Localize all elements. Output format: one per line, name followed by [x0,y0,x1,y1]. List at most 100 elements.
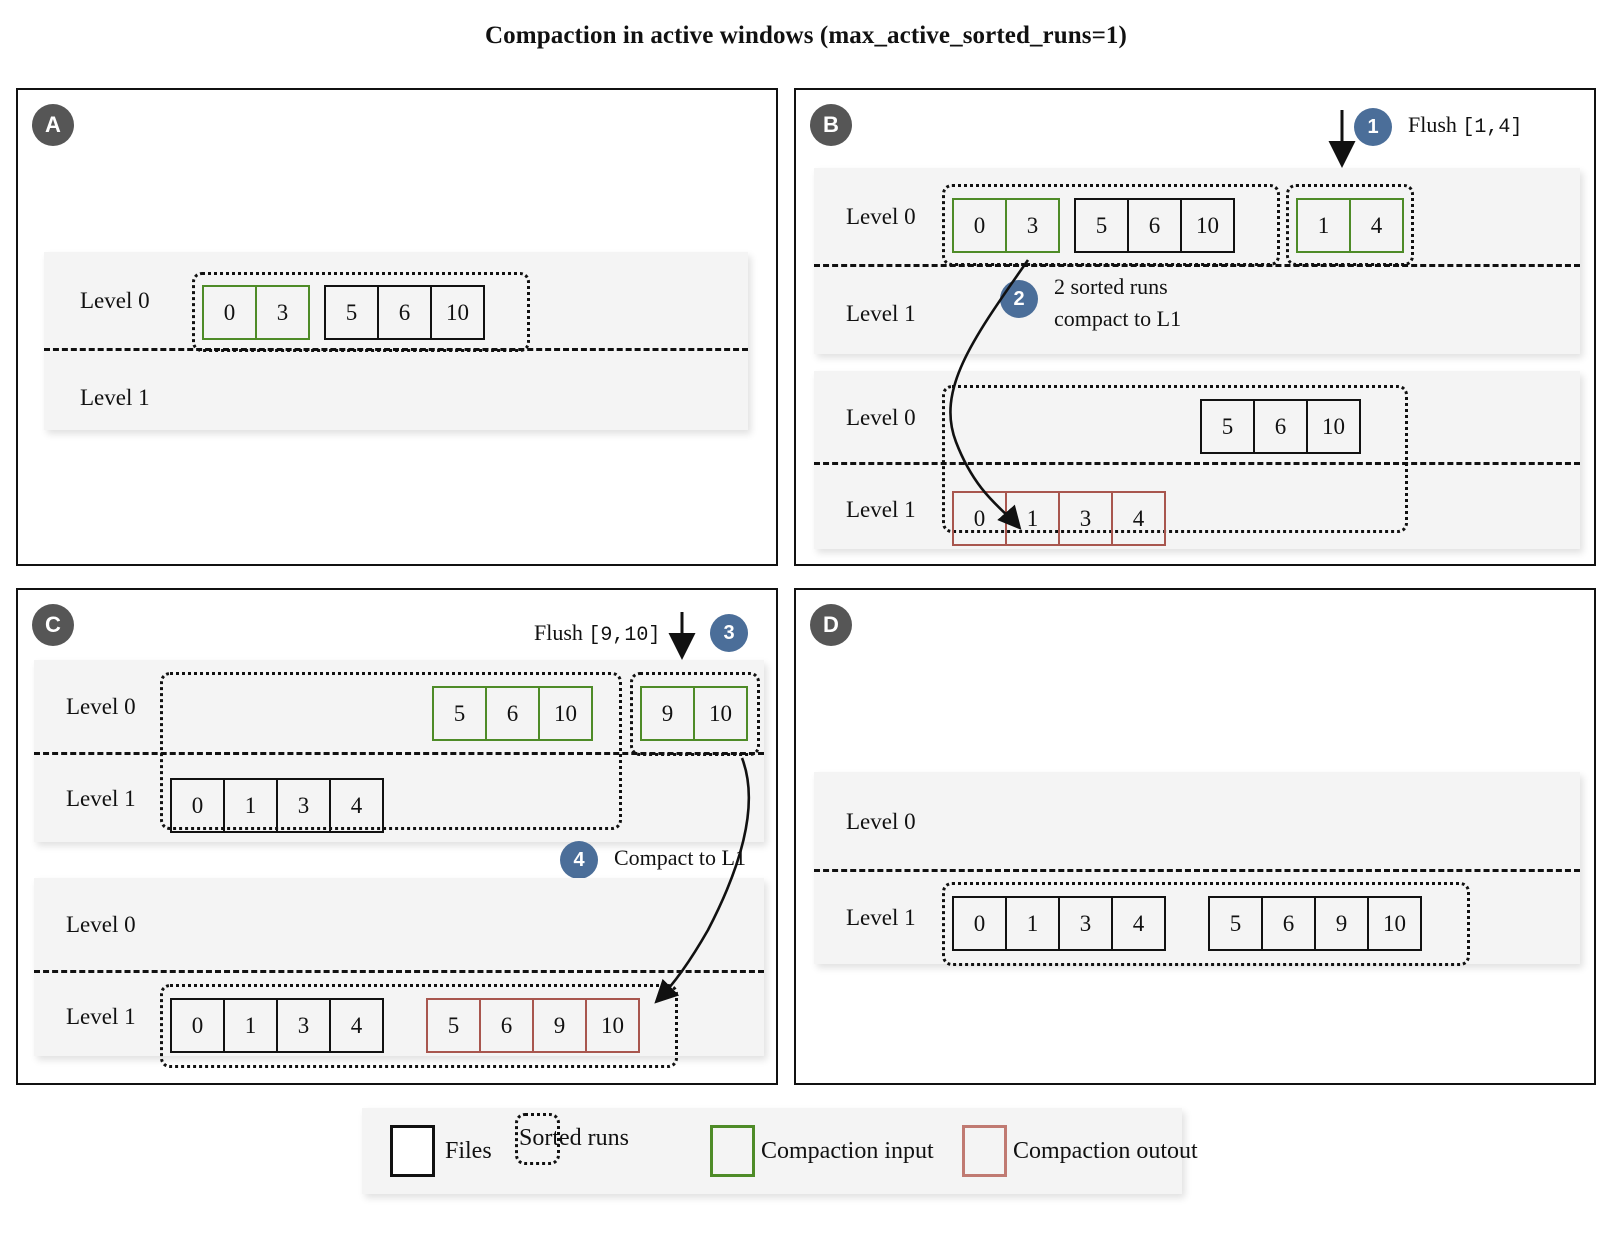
file-cell: 6 [1261,896,1316,951]
panel-c-top-level-band: Level 0 Level 1 5 6 10 9 10 0 1 3 4 [34,660,764,842]
level-divider [814,869,1580,872]
file-cell: 4 [1111,491,1166,546]
file-cell: 6 [479,998,534,1053]
file-cell: 10 [693,686,748,741]
step-4-badge: 4 [560,841,598,879]
file-run-files: 5 6 10 [1200,399,1361,454]
step-2-line-1: 2 sorted runs [1054,274,1168,299]
flush-range: [1,4] [1462,116,1523,139]
file-cell: 5 [324,285,379,340]
level-divider [44,348,748,351]
file-cell: 0 [952,198,1007,253]
level-0-label: Level 0 [846,809,916,834]
file-cell: 6 [1127,198,1182,253]
file-cell: 0 [170,998,225,1053]
file-run-files: 0 1 3 4 [952,896,1166,951]
file-cell: 9 [532,998,587,1053]
level-1-label: Level 1 [66,786,136,811]
file-cell: 1 [1005,491,1060,546]
flush-label-c: Flush [9,10] [534,618,660,649]
file-cell: 6 [485,686,540,741]
flush-label-b: Flush [1,4] [1408,110,1522,141]
file-cell: 3 [1005,198,1060,253]
file-cell: 0 [202,285,257,340]
level-divider [34,970,764,973]
file-cell: 4 [329,998,384,1053]
level-0-label: Level 0 [846,405,916,430]
level-1-label: Level 1 [846,497,916,522]
file-cell: 10 [585,998,640,1053]
file-cell: 10 [430,285,485,340]
panel-a: A Level 0 Level 1 0 3 5 6 10 [16,88,778,566]
step-3-badge: 3 [710,614,748,652]
file-cell: 5 [1208,896,1263,951]
file-cell: 9 [1314,896,1369,951]
page-title: Compaction in active windows (max_active… [485,22,1127,49]
panel-b-bottom-level-band: Level 0 Level 1 5 6 10 0 1 3 4 [814,371,1580,549]
compaction-input-swatch [710,1125,755,1177]
level-1-label: Level 1 [80,385,150,410]
panel-a-badge: A [32,104,74,146]
file-cell: 0 [952,491,1007,546]
file-cell: 1 [223,778,278,833]
file-cell: 10 [1306,399,1361,454]
file-cell: 10 [538,686,593,741]
level-0-label: Level 0 [80,288,150,313]
level-0-label: Level 0 [66,694,136,719]
level-1-label: Level 1 [846,905,916,930]
panel-d-level-band: Level 0 Level 1 0 1 3 4 5 6 9 10 [814,772,1580,966]
flush-text: Flush [534,620,583,645]
panel-b: B 1 Flush [1,4] Level 0 Level 1 0 3 5 6 … [794,88,1596,566]
file-run-files: 0 1 3 4 [170,778,384,833]
file-cell: 10 [1367,896,1422,951]
file-cell: 5 [1200,399,1255,454]
legend-label: Compaction outout [1013,1137,1198,1164]
legend-label: Files [445,1137,492,1164]
file-cell: 1 [1296,198,1351,253]
flush-range: [9,10] [588,624,661,647]
file-cell: 1 [223,998,278,1053]
step-2-badge: 2 [1000,280,1038,318]
file-cell: 6 [377,285,432,340]
file-cell: 5 [432,686,487,741]
file-cell: 4 [1111,896,1166,951]
legend-label: Sorted runs [519,1125,629,1151]
file-cell: 4 [329,778,384,833]
file-run-files: 5 6 10 [1074,198,1235,253]
step-1-badge: 1 [1354,108,1392,146]
panel-d-badge: D [810,604,852,646]
step-2-line-2: compact to L1 [1054,306,1182,331]
legend-item-sorted-runs: Sorted runs [515,1112,629,1165]
panel-c-bottom-level-band: Level 0 Level 1 0 1 3 4 5 6 9 10 [34,878,764,1068]
panel-d: D Level 0 Level 1 0 1 3 4 5 6 9 10 [794,588,1596,1085]
step-4-label: Compact to L1 [614,845,746,870]
file-run-files: 5 6 10 [324,285,485,340]
file-run-files: 5 6 9 10 [1208,896,1422,951]
file-cell: 0 [952,896,1007,951]
level-divider [34,752,764,755]
level-0-label: Level 0 [846,204,916,229]
file-run-compaction-input: 5 6 10 [432,686,593,741]
level-1-label: Level 1 [846,301,916,326]
file-cell: 0 [170,778,225,833]
level-1-label: Level 1 [66,1004,136,1029]
file-run-compaction-output: 5 6 9 10 [426,998,640,1053]
file-cell: 6 [1253,399,1308,454]
panel-b-top-level-band: Level 0 Level 1 0 3 5 6 10 1 4 2 2 sorte… [814,168,1580,354]
file-cell: 3 [255,285,310,340]
panel-c: C Flush [9,10] 3 Level 0 Level 1 5 6 10 … [16,588,778,1085]
legend: Files Sorted runs Compaction input Compa… [362,1108,1198,1194]
panel-b-badge: B [810,104,852,146]
level-divider [814,264,1580,267]
legend-item-files: Files [390,1125,492,1177]
level-divider [814,462,1580,465]
file-cell: 4 [1349,198,1404,253]
files-swatch [390,1125,435,1177]
flush-text: Flush [1408,112,1457,137]
panel-a-level-band: Level 0 Level 1 0 3 5 6 10 [44,252,748,430]
file-cell: 1 [1005,896,1060,951]
file-cell: 3 [276,778,331,833]
file-cell: 3 [1058,491,1113,546]
file-run-files: 0 1 3 4 [170,998,384,1053]
file-cell: 3 [1058,896,1113,951]
